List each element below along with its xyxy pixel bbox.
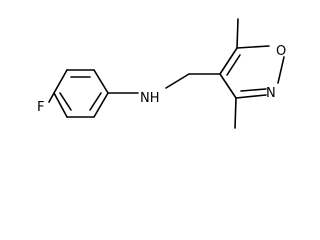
fluorine-bond [48, 92, 55, 103]
isoxazole-bond [219, 73, 237, 99]
ring-nitrogen-label: N [266, 86, 276, 101]
isoxazole-bond [236, 45, 270, 49]
amine-label: NH [140, 91, 160, 106]
fluorine-label: F [37, 100, 44, 115]
isoxazole-bond [219, 47, 238, 75]
benzene-ring [53, 69, 109, 118]
methyl-bond-top [236, 18, 239, 49]
benzene-bond [93, 69, 109, 94]
methyl-bond-bottom [234, 97, 237, 129]
benzene-double-bond [59, 92, 72, 111]
isoxazole-bond [235, 94, 267, 99]
structural-formula: F NH O N [37, 18, 286, 129]
benzene-double-bond [89, 92, 102, 111]
isoxazole-ring [219, 45, 285, 99]
isoxazole-double-bond [240, 88, 267, 92]
isoxazole-double-bond [226, 54, 241, 76]
benzene-bond [53, 69, 68, 94]
structure-canvas: F NH O N [37, 18, 287, 129]
benzene-bond [93, 92, 109, 118]
ring-oxygen-label: O [276, 44, 286, 59]
amine-methylene-bond [165, 73, 190, 89]
isoxazole-bond [277, 56, 285, 84]
benzene-bond [53, 92, 68, 118]
